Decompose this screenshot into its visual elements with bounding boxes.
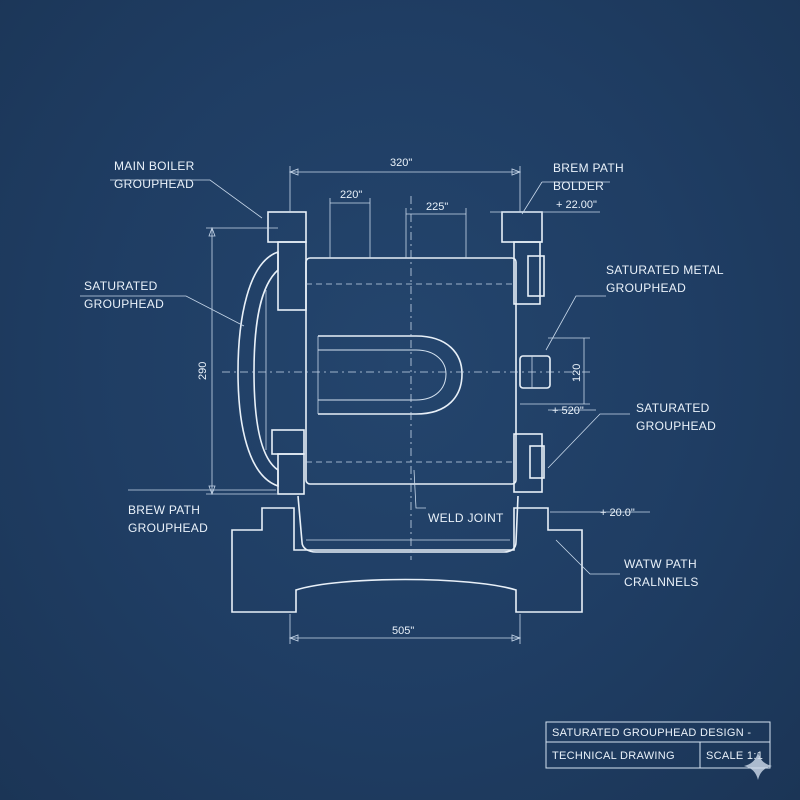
u-channel (317, 335, 463, 415)
dim-right-low: + 20.0" (600, 507, 635, 519)
left-upper-flange (267, 211, 307, 311)
dim-bottom-overall: 505" (392, 625, 414, 637)
dimension-lines (206, 166, 650, 644)
title-block-subtitle: TECHNICAL DRAWING (552, 750, 675, 762)
dim-right-vertical: 120 (571, 364, 583, 382)
brew-path-label-line2: GROUPHEAD (128, 521, 208, 535)
leader-lines (80, 179, 630, 575)
right-lower-flange (513, 433, 545, 493)
saturated-right-label-line1: SATURATED (636, 401, 710, 415)
brem-path-label-line2: BOLDER (553, 179, 604, 193)
left-lower-flange (271, 429, 305, 495)
watw-path-label-line1: WATW PATH (624, 557, 697, 571)
dim-top-right: + 22.00" (556, 199, 597, 211)
title-block-scale: SCALE 1:1 (706, 750, 763, 762)
dim-right-mid: + 520" (552, 405, 584, 417)
dim-left-vertical: 290 (197, 362, 209, 380)
lower-tray (297, 495, 519, 553)
right-upper-flange (501, 211, 545, 305)
dim-top-mid: 225" (426, 201, 448, 213)
main-boiler-label-line2: GROUPHEAD (114, 177, 194, 191)
watw-path-label-line2: CRALNNELS (624, 575, 699, 589)
dim-top-overall: 320" (390, 157, 412, 169)
main-boiler-label-line1: MAIN BOILER (114, 159, 195, 173)
saturated-metal-label-line1: SATURATED METAL (606, 263, 724, 277)
saturated-left-label-line1: SATURATED (84, 279, 158, 293)
saturated-metal-label-line2: GROUPHEAD (606, 281, 686, 295)
title-block-title: SATURATED GROUPHEAD DESIGN - (552, 727, 751, 739)
sparkle-icon (744, 752, 772, 780)
brem-path-label-line1: BREM PATH (553, 161, 624, 175)
base-block (231, 507, 583, 613)
weld-joint-label: WELD JOINT (428, 511, 504, 525)
saturated-right-label-line2: GROUPHEAD (636, 419, 716, 433)
title-block: SATURATED GROUPHEAD DESIGN - TECHNICAL D… (545, 721, 771, 769)
saturated-left-label-line2: GROUPHEAD (84, 297, 164, 311)
dim-top-left: 220" (340, 189, 362, 201)
brew-path-label-line1: BREW PATH (128, 503, 200, 517)
